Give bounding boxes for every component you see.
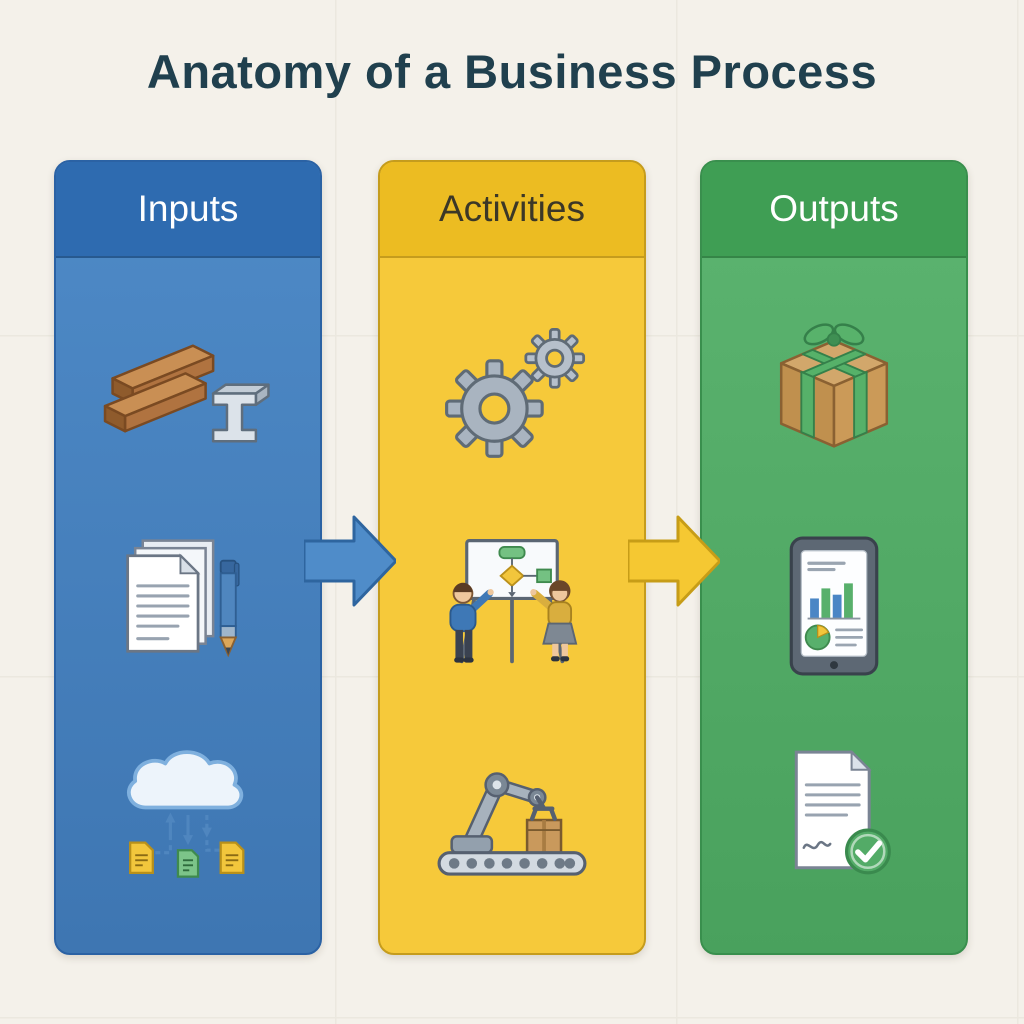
column-outputs-body xyxy=(702,258,966,953)
analytics-tablet-icon xyxy=(746,530,922,682)
gears-icon xyxy=(424,320,600,472)
approved-document-icon xyxy=(746,739,922,891)
column-activities-label: Activities xyxy=(439,188,585,229)
arrow-inputs-to-activities xyxy=(302,505,398,617)
page-title: Anatomy of a Business Process xyxy=(146,45,878,98)
cloud-data-icon xyxy=(100,739,276,891)
column-outputs-label: Outputs xyxy=(769,188,899,229)
column-inputs: Inputs xyxy=(54,160,322,955)
column-activities-header: Activities xyxy=(380,162,644,258)
column-activities-body xyxy=(380,258,644,953)
raw-materials-icon xyxy=(100,320,276,472)
column-activities: Activities xyxy=(378,160,646,955)
column-inputs-label: Inputs xyxy=(137,188,239,229)
column-inputs-body xyxy=(56,258,320,953)
column-outputs-header: Outputs xyxy=(702,162,966,258)
column-outputs: Outputs xyxy=(700,160,968,955)
arrow-activities-to-outputs xyxy=(626,505,722,617)
robotic-arm-icon xyxy=(424,739,600,891)
package-icon xyxy=(746,320,922,472)
column-inputs-header: Inputs xyxy=(56,162,320,258)
team-whiteboard-icon xyxy=(424,530,600,682)
documents-icon xyxy=(100,530,276,682)
